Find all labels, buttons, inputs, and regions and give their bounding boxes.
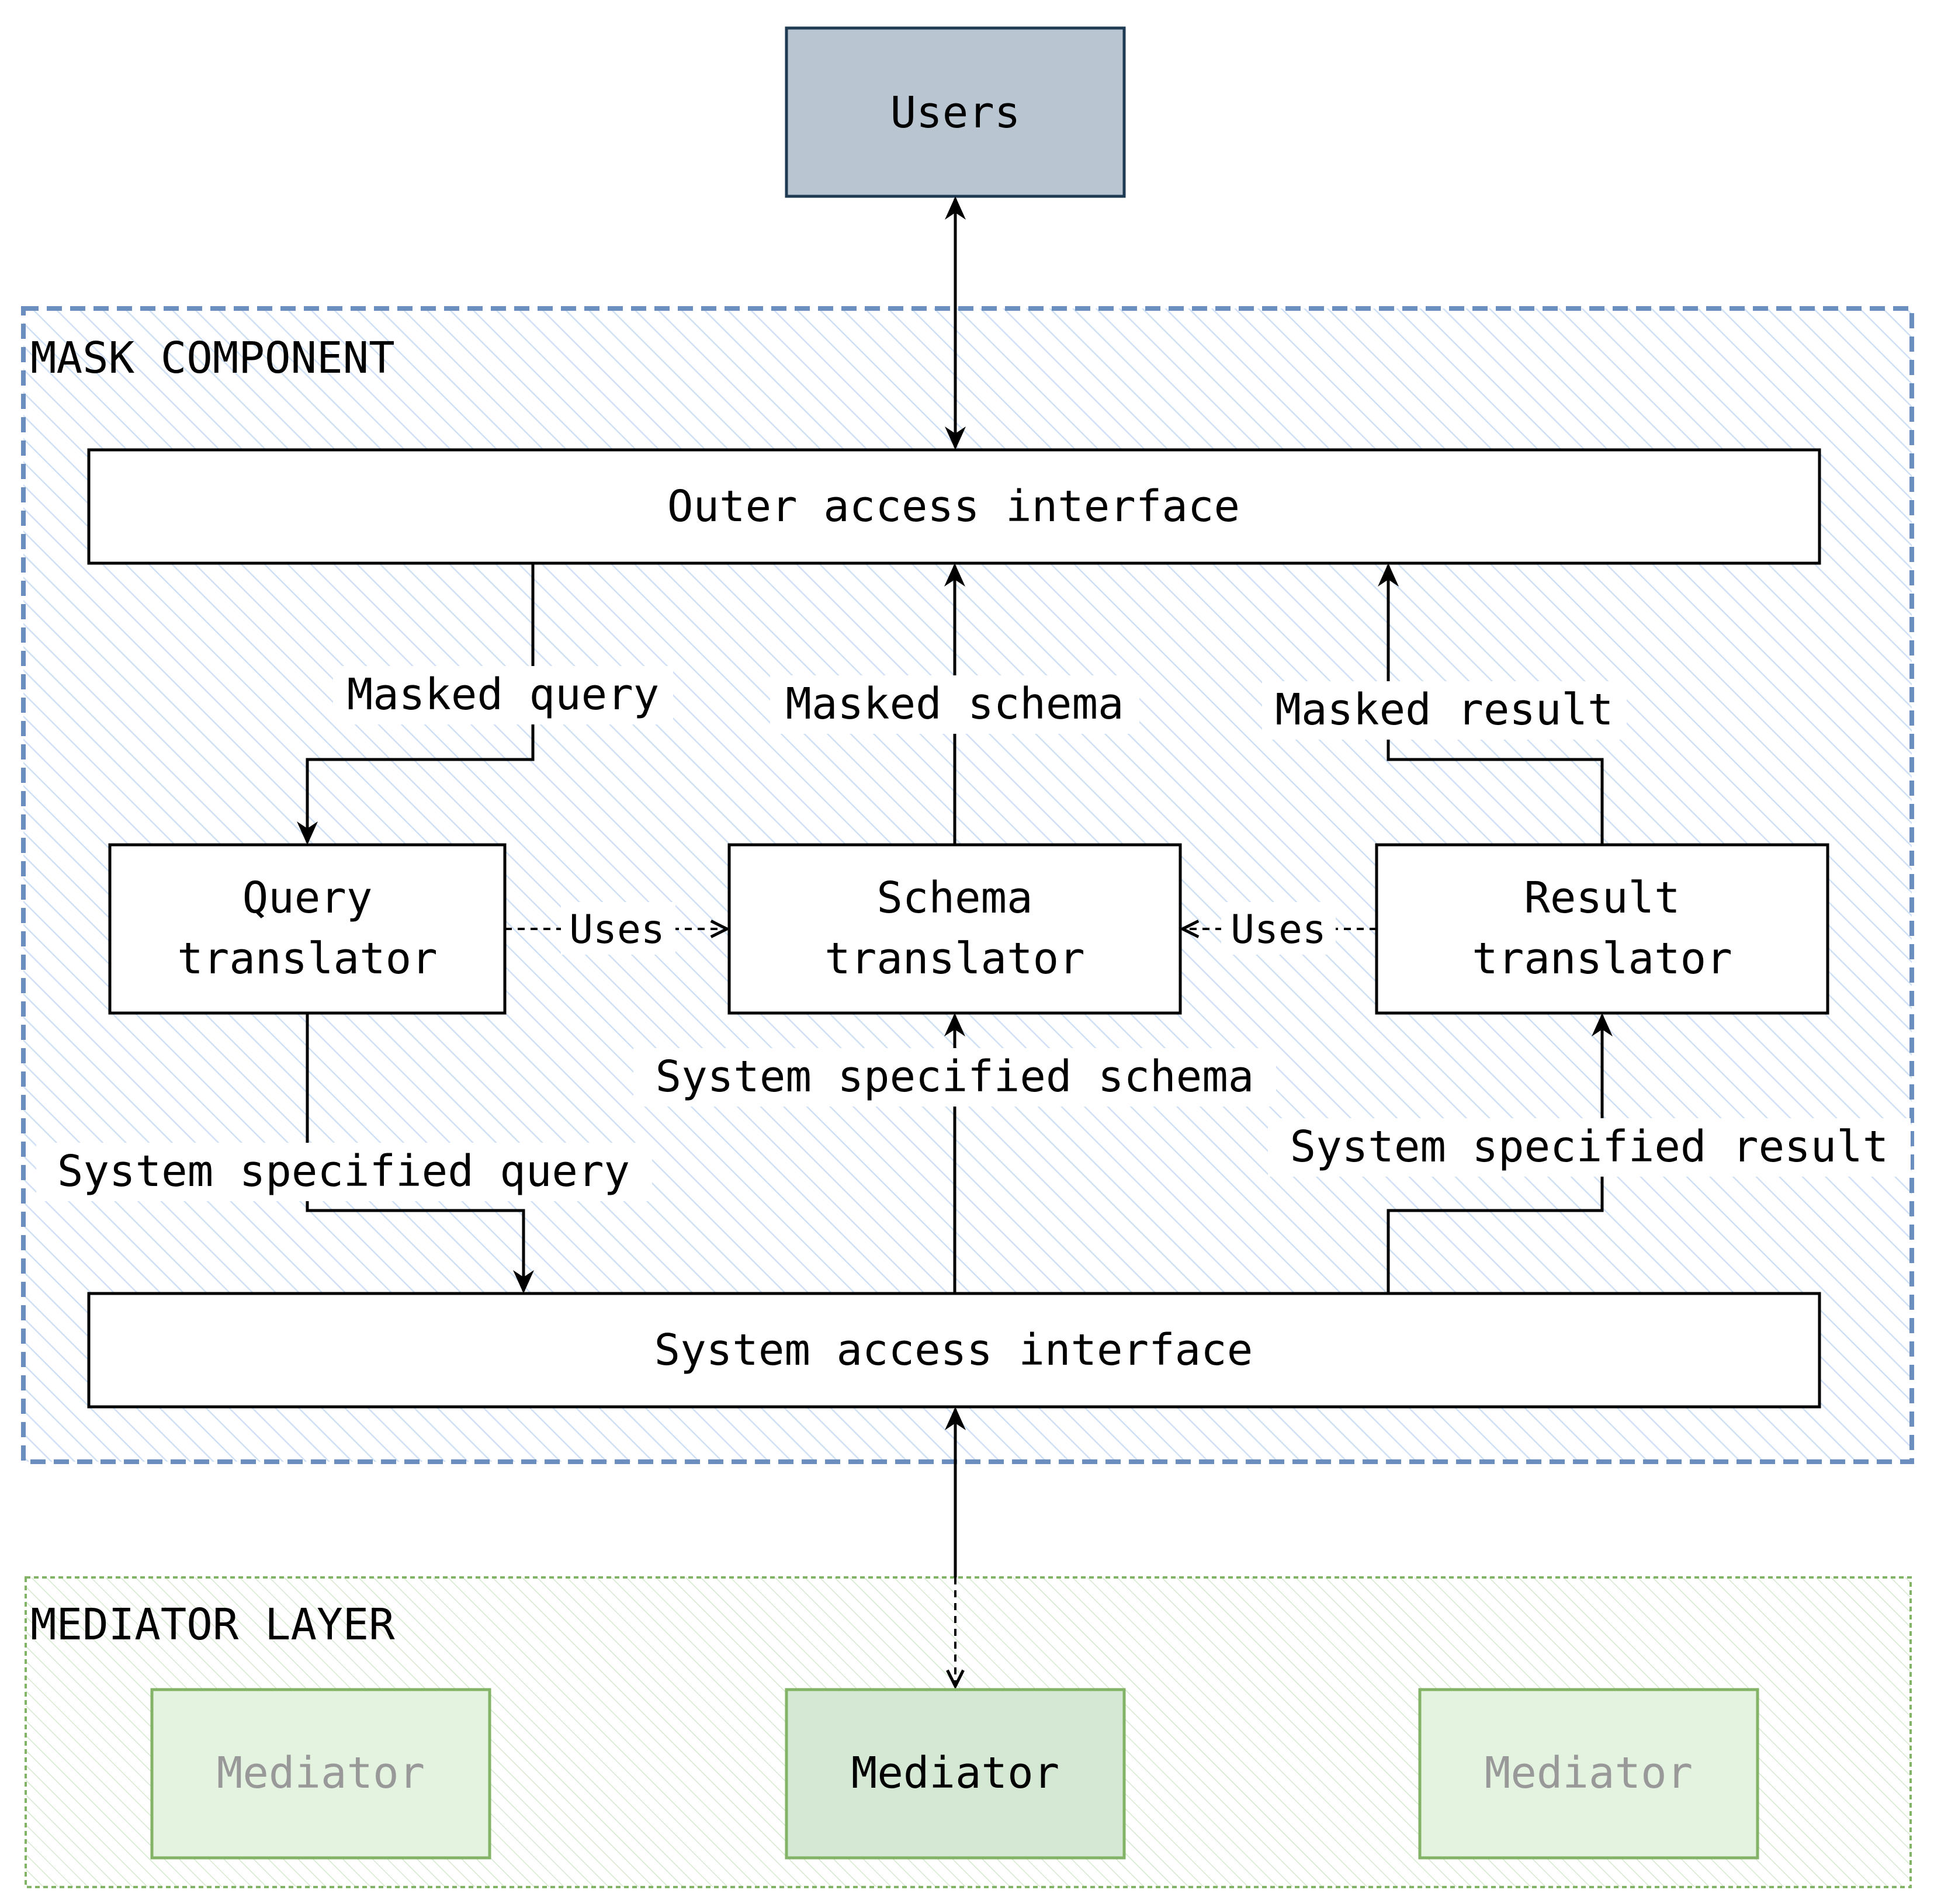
- system-specified-schema-label: System specified schema: [656, 1052, 1254, 1102]
- masked-result-label: Masked result: [1275, 685, 1613, 735]
- mediator-center-label: Mediator: [851, 1748, 1059, 1798]
- query-translator-node[interactable]: Query translator: [108, 843, 507, 1015]
- uses-right-label: Uses: [1231, 907, 1326, 953]
- system-specified-result-label: System specified result: [1290, 1122, 1889, 1172]
- uses-left-label-group: Uses: [561, 902, 675, 955]
- mediator-node-center[interactable]: Mediator: [785, 1688, 1126, 1860]
- schema-translator-node[interactable]: Schema translator: [727, 843, 1182, 1015]
- masked-result-edge: [1378, 563, 1604, 845]
- system-specified-schema-label-group: System specified schema: [633, 1048, 1276, 1107]
- system-specified-query-label-group: System specified query: [36, 1143, 652, 1201]
- system-specified-result-edge: [1387, 1013, 1613, 1293]
- system-access-interface-node[interactable]: System access interface: [87, 1292, 1821, 1409]
- mediator-right-label: Mediator: [1485, 1748, 1693, 1798]
- query-translator-label-line2: translator: [177, 934, 438, 984]
- mediator-left-label: Mediator: [217, 1748, 425, 1798]
- outer-access-interface-node[interactable]: Outer access interface: [87, 448, 1821, 565]
- uses-right-label-group: Uses: [1221, 902, 1336, 955]
- users-node[interactable]: Users: [785, 26, 1126, 198]
- system-specified-result-label-group: System specified result: [1268, 1118, 1911, 1177]
- uses-left-label: Uses: [569, 907, 665, 953]
- mediator-layer-title: MEDIATOR LAYER: [30, 1600, 395, 1650]
- schema-translator-label-line2: translator: [824, 934, 1085, 984]
- system-specified-query-label: System specified query: [57, 1146, 630, 1196]
- outer-access-interface-label: Outer access interface: [667, 481, 1240, 532]
- mediator-node-right[interactable]: Mediator: [1418, 1688, 1759, 1860]
- schema-translator-label-line1: Schema: [876, 873, 1032, 923]
- mask-component-title: MASK COMPONENT: [30, 333, 395, 383]
- result-translator-label-line1: Result: [1524, 873, 1680, 923]
- result-translator-node[interactable]: Result translator: [1375, 843, 1829, 1015]
- system-access-interface-label: System access interface: [654, 1325, 1253, 1375]
- masked-query-label: Masked query: [347, 670, 660, 720]
- result-translator-label-line2: translator: [1472, 934, 1732, 984]
- mediator-node-left[interactable]: Mediator: [150, 1688, 491, 1860]
- users-label: Users: [890, 88, 1021, 138]
- masked-result-label-group: Masked result: [1262, 681, 1627, 740]
- masked-query-label-group: Masked query: [333, 666, 673, 724]
- query-translator-label-line1: Query: [242, 873, 373, 923]
- masked-schema-label: Masked schema: [785, 679, 1124, 729]
- masked-schema-label-group: Masked schema: [770, 675, 1139, 734]
- masked-query-edge: [297, 563, 535, 845]
- system-specified-query-edge: [306, 1013, 534, 1293]
